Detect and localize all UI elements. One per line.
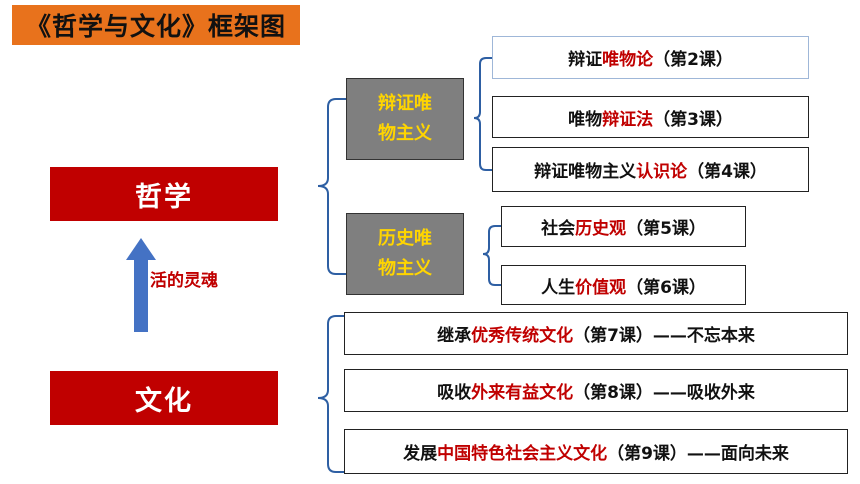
branch-box-historical-materialism: 历史唯 物主义 (346, 213, 464, 295)
item-text: 发展 (403, 444, 438, 464)
item-lesson-2: 辩证唯物论（第2课） (492, 36, 809, 79)
item-lesson-8: 吸收外来有益文化（第8课）——吸收外来 (344, 369, 848, 412)
bracket-historical (482, 225, 501, 286)
branch-label-line: 历史唯 (378, 228, 432, 249)
item-highlight: 唯物论 (602, 50, 654, 70)
item-lesson-3: 唯物辩证法（第3课） (492, 96, 809, 138)
item-text: （第2课） (653, 50, 733, 70)
item-text: 人生 (541, 277, 576, 298)
branch-label-line: 物主义 (378, 123, 432, 144)
culture-box: 文化 (50, 371, 278, 425)
bracket-dialectical (473, 57, 492, 171)
philosophy-box: 哲学 (50, 167, 278, 221)
item-highlight: 中国特色社会主义文化 (437, 444, 608, 464)
item-highlight: 外来有益文化 (471, 383, 574, 403)
up-arrow-icon (126, 238, 156, 332)
arrow-label: 活的灵魂 (150, 271, 218, 291)
branch-box-dialectical-materialism: 辩证唯 物主义 (346, 78, 464, 160)
item-text: 社会 (541, 219, 576, 239)
item-text: 辩证唯物主义 (534, 162, 637, 182)
item-lesson-6: 人生价值观（第6课） (501, 265, 746, 305)
item-text: 唯物 (568, 109, 603, 130)
item-text: 吸收 (437, 383, 472, 403)
item-lesson-9: 发展中国特色社会主义文化（第9课）——面向未来 (344, 429, 848, 474)
item-text: （第6课） (626, 277, 706, 298)
item-text: （第5课） (626, 219, 706, 239)
branch-label-line: 辩证唯 (378, 93, 432, 114)
item-text: （第4课） (687, 162, 767, 182)
page-title: 《哲学与文化》框架图 (12, 5, 300, 45)
item-text: （第3课） (653, 109, 733, 130)
bracket-culture (317, 315, 344, 473)
item-highlight: 价值观 (575, 277, 627, 298)
branch-label-line: 物主义 (378, 258, 432, 279)
item-text: （第9课）——面向未来 (607, 444, 789, 464)
item-lesson-5: 社会历史观（第5课） (501, 206, 746, 247)
item-highlight: 认识论 (636, 162, 688, 182)
item-highlight: 优秀传统文化 (471, 326, 574, 346)
item-text: （第7课）——不忘本来 (573, 326, 755, 346)
item-highlight: 辩证法 (602, 109, 654, 130)
item-text: （第8课）——吸收外来 (573, 383, 755, 403)
item-lesson-7: 继承优秀传统文化（第7课）——不忘本来 (344, 312, 848, 355)
item-lesson-4: 辩证唯物主义认识论（第4课） (492, 147, 809, 192)
item-text: 辩证 (568, 50, 603, 70)
bracket-philosophy (317, 98, 346, 275)
item-text: 继承 (437, 326, 472, 346)
item-highlight: 历史观 (575, 219, 627, 239)
